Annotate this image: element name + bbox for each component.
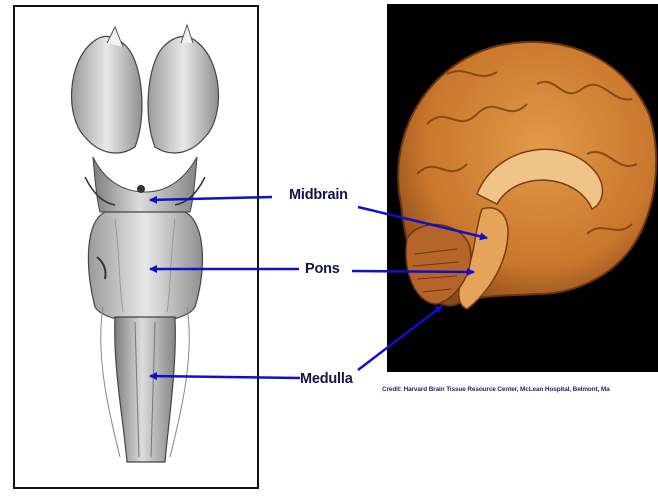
midbrain-label: Midbrain [289,187,348,203]
medulla-arrow-right [358,306,442,370]
photo-credit: Credit: Harvard Brain Tissue Resource Ce… [382,386,610,393]
midbrain-arrow-left [150,197,272,200]
pons-label: Pons [305,261,340,277]
midbrain-arrow-right [358,207,487,238]
medulla-arrow-left [150,376,300,378]
pons-arrow-right [352,271,474,272]
medulla-label: Medulla [300,371,353,387]
